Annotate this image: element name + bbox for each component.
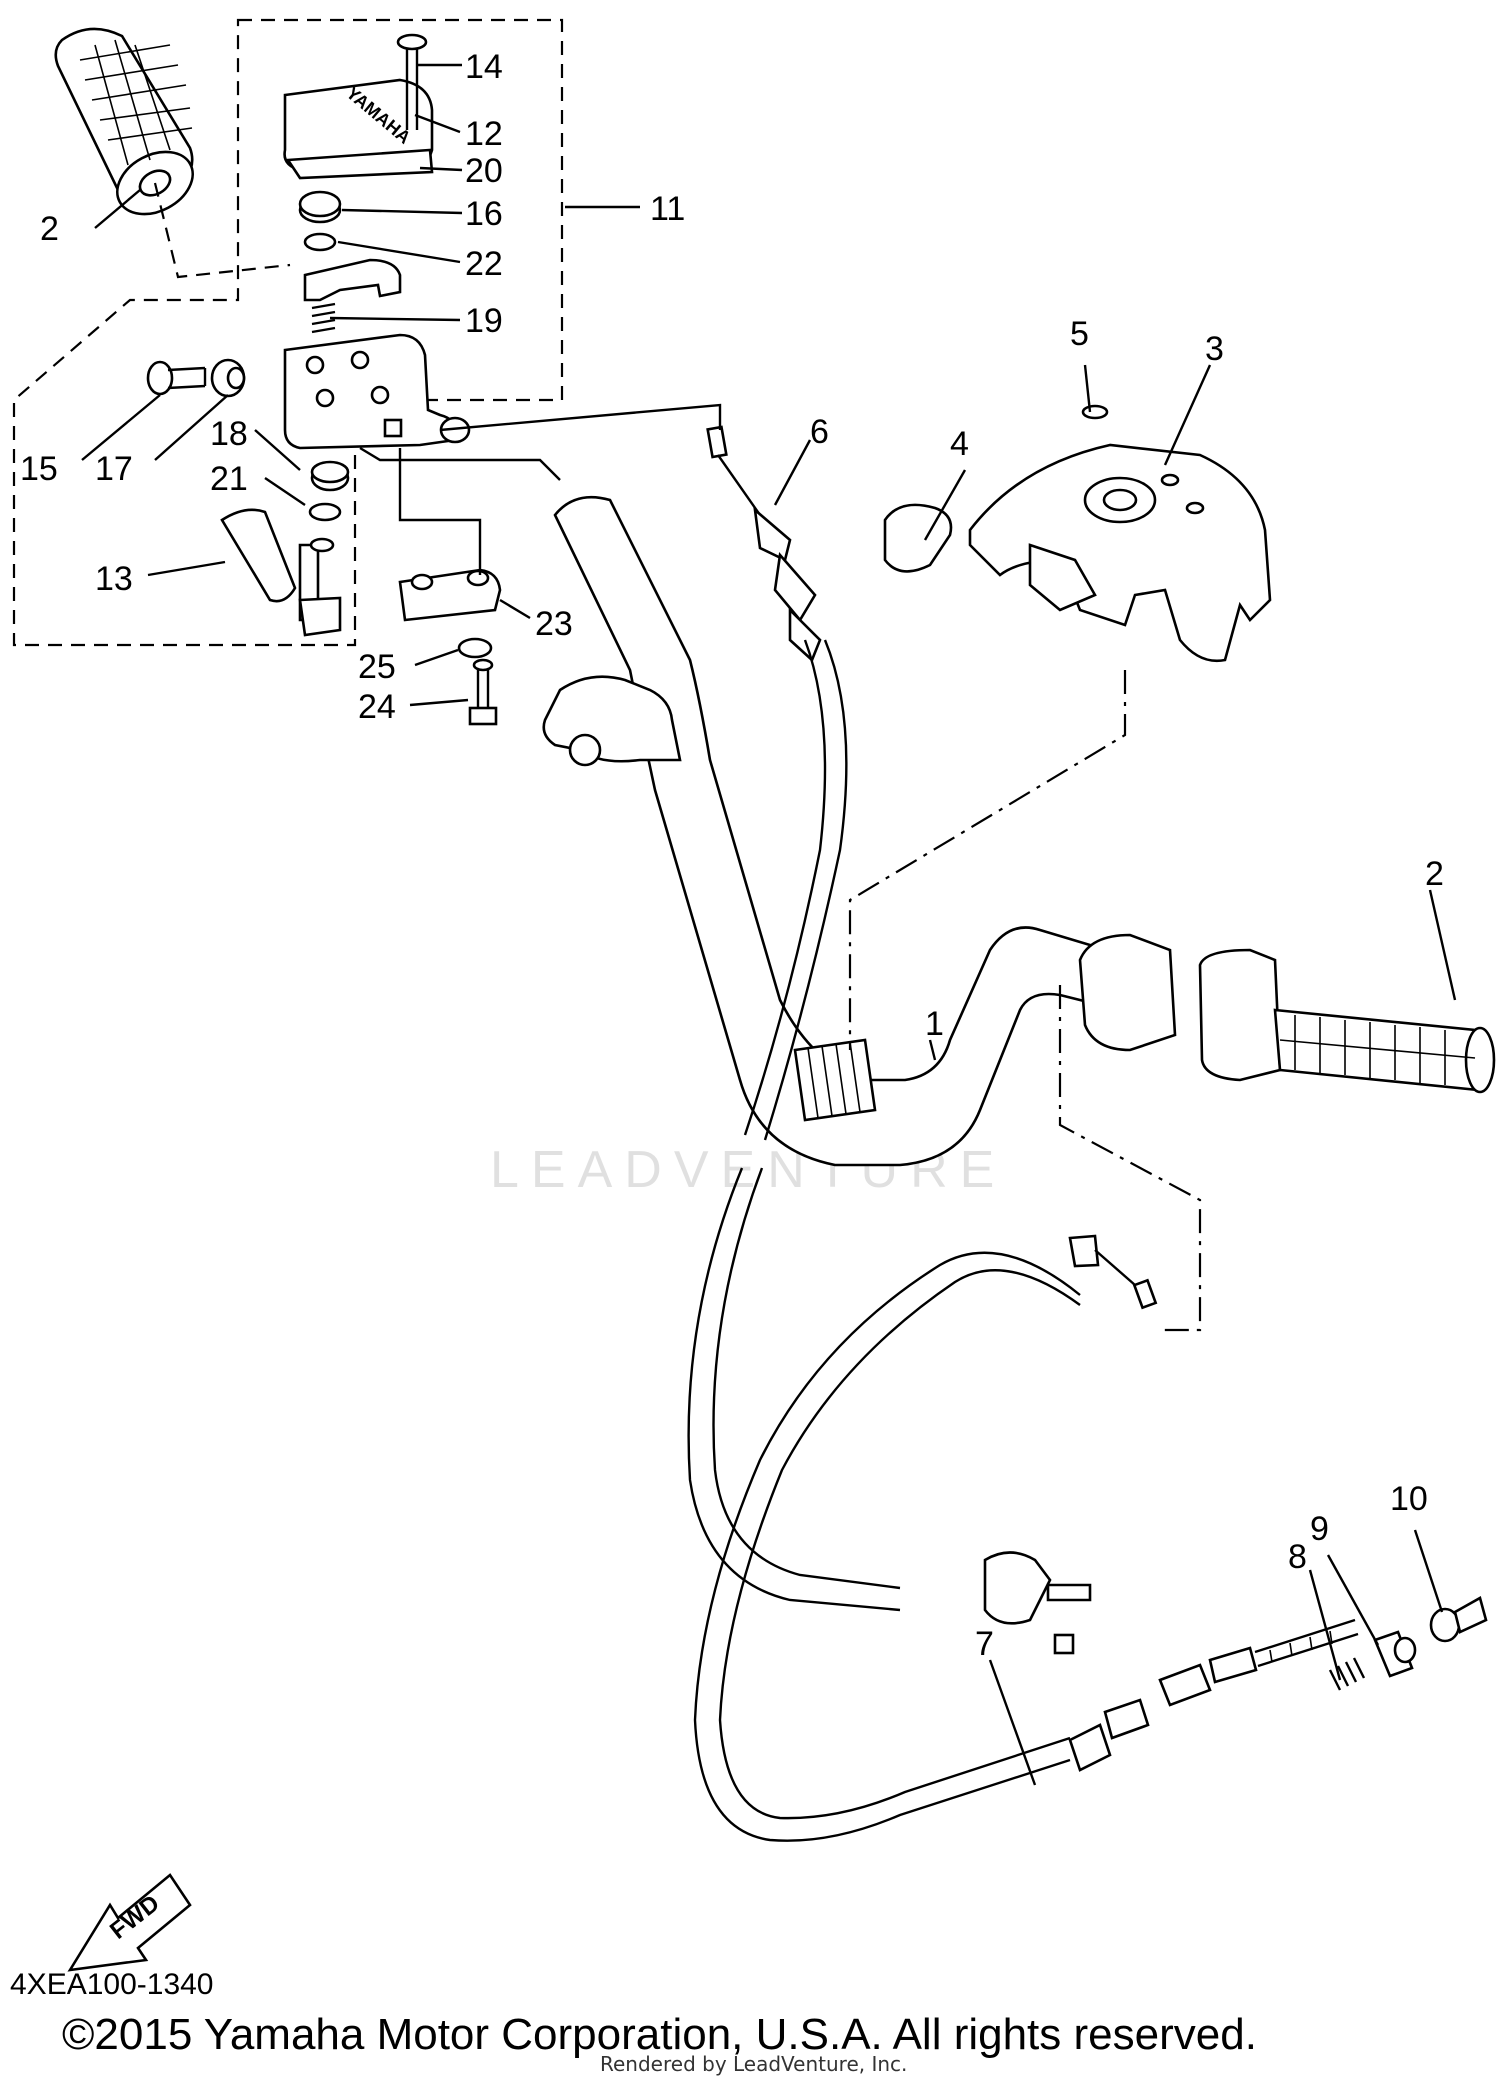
- callout-7: 7: [975, 1625, 994, 1663]
- throttle-housing: [283, 333, 471, 450]
- bolt-15: [146, 360, 207, 396]
- washer-25: [457, 637, 493, 659]
- switch-housing-3: [968, 443, 1272, 663]
- grip-dashed-link: [153, 182, 291, 279]
- washer-21: [308, 502, 342, 522]
- reference-line-cable: [1058, 985, 1202, 1332]
- washer-18: [310, 460, 350, 492]
- brake-cable-7: [693, 1234, 1359, 1842]
- spring-8: [1328, 1657, 1366, 1691]
- clamp-link: [398, 448, 482, 575]
- right-grip: [1078, 933, 1496, 1094]
- callout-5: 5: [1070, 315, 1089, 353]
- clip-5: [1081, 404, 1109, 420]
- left-grip: [54, 27, 194, 216]
- screw-14: [396, 33, 428, 130]
- reference-line-housing: [848, 670, 1127, 1050]
- callout-9: 9: [1310, 1510, 1329, 1548]
- copyright-notice: ©2015 Yamaha Motor Corporation, U.S.A. A…: [62, 2010, 1257, 2059]
- washer-22: [303, 232, 337, 252]
- housing-cover: YAMAHA: [283, 78, 434, 180]
- throttle-lever-13: [220, 508, 342, 637]
- callout-13: 13: [95, 560, 133, 598]
- nut-9: [1373, 1630, 1417, 1678]
- callout-23: 23: [535, 605, 573, 643]
- callout-11: 11: [650, 190, 685, 228]
- callout-2-left: 2: [40, 210, 59, 248]
- rendered-by-notice: Rendered by LeadVenture, Inc.: [600, 2052, 908, 2076]
- diagram-reference-code: 4XEA100-1340: [10, 1968, 214, 2001]
- fwd-arrow: FWD: [67, 1873, 192, 1972]
- callout-25: 25: [358, 648, 396, 686]
- callout-10: 10: [1390, 1480, 1428, 1518]
- callout-1: 1: [925, 1005, 944, 1043]
- nut-16: [298, 190, 342, 224]
- callout-21: 21: [210, 460, 248, 498]
- callout-22: 22: [465, 245, 503, 283]
- nut-17: [210, 358, 246, 398]
- housing-dashed-link: [439, 403, 722, 432]
- wing-nut-10: [1429, 1596, 1488, 1643]
- callout-24: 24: [358, 688, 396, 726]
- callout-4: 4: [950, 425, 969, 463]
- callout-17: 17: [95, 450, 133, 488]
- carb-cap: [983, 1551, 1092, 1655]
- callout-15: 15: [20, 450, 58, 488]
- callout-2-right: 2: [1425, 855, 1444, 893]
- callout-19: 19: [465, 302, 503, 340]
- clamp-23: [398, 568, 502, 622]
- spring-19: [311, 302, 336, 334]
- bolt-24: [468, 658, 498, 726]
- callout-6: 6: [810, 413, 829, 451]
- plug-4: [883, 503, 953, 573]
- callout-14: 14: [465, 48, 503, 86]
- housing-to-bar-link: [359, 446, 561, 481]
- leader-lines: [81, 63, 1457, 1786]
- callout-3: 3: [1205, 330, 1224, 368]
- callout-8: 8: [1288, 1538, 1307, 1576]
- subassembly-outline: [12, 18, 564, 647]
- callout-12: 12: [465, 115, 503, 153]
- callout-18: 18: [210, 415, 248, 453]
- throttle-cable-6: [687, 425, 901, 1612]
- callout-16: 16: [465, 195, 503, 233]
- callout-20: 20: [465, 152, 503, 190]
- throttle-plate: [303, 258, 402, 302]
